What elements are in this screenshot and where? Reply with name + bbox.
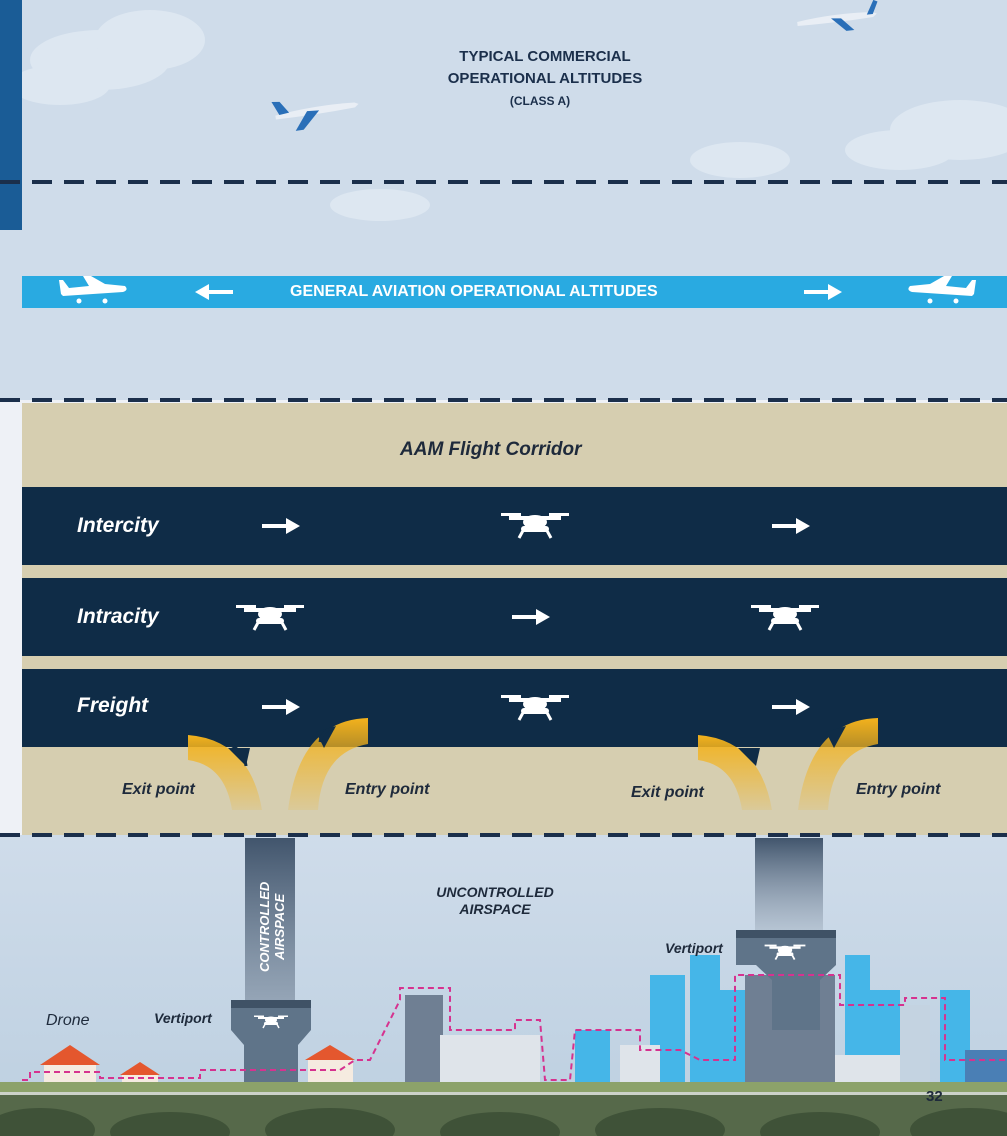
drone-route xyxy=(22,974,1007,1081)
small-plane-icon xyxy=(908,276,976,304)
uncontrolled-line-2: AIRSPACE xyxy=(459,901,531,917)
accent-bar xyxy=(0,0,22,230)
ga-band-label: GENERAL AVIATION OPERATIONAL ALTITUDES xyxy=(290,283,658,300)
controlled-airspace-beam xyxy=(755,838,823,934)
vertiport-label: Vertiport xyxy=(154,1010,212,1026)
entry-arrow-icon xyxy=(798,718,878,810)
entry-arrow-icon xyxy=(288,718,368,810)
controlled-airspace-label: CONTROLLED AIRSPACE xyxy=(257,882,287,972)
uncontrolled-airspace-label: UNCONTROLLED AIRSPACE xyxy=(430,884,560,918)
lane-label-intercity: Intercity xyxy=(77,514,159,537)
page-number: 32 xyxy=(926,1088,943,1105)
exit-arrow-icon xyxy=(698,735,772,810)
commercial-altitude-label: TYPICAL COMMERCIAL OPERATIONAL ALTITUDES… xyxy=(380,46,710,112)
exit-arrow-icon xyxy=(188,735,262,810)
entry-point-label: Entry point xyxy=(345,781,430,798)
commercial-line-2: OPERATIONAL ALTITUDES xyxy=(447,70,643,87)
exit-point-label: Exit point xyxy=(631,784,704,801)
commercial-line-1: TYPICAL COMMERCIAL xyxy=(459,48,631,65)
lane-label-freight: Freight xyxy=(77,694,149,717)
controlled-line-2: AIRSPACE xyxy=(272,893,287,960)
jet-icon xyxy=(271,101,359,131)
vertiport-label: Vertiport xyxy=(665,940,723,956)
exit-point-label: Exit point xyxy=(122,781,195,798)
lane-label-intracity: Intracity xyxy=(77,605,159,628)
uncontrolled-line-1: UNCONTROLLED xyxy=(436,884,554,900)
controlled-line-1: CONTROLLED xyxy=(257,881,272,972)
commercial-class: (CLASS A) xyxy=(509,94,571,108)
lane-intercity xyxy=(22,487,1007,565)
ga-band xyxy=(22,276,1007,308)
corridor-title: AAM Flight Corridor xyxy=(400,439,582,460)
trees xyxy=(0,1108,1007,1136)
drone-label: Drone xyxy=(46,1012,90,1029)
entry-point-label: Entry point xyxy=(856,781,941,798)
vertiport-tower xyxy=(231,1000,311,1085)
small-plane-icon xyxy=(59,276,127,304)
clouds xyxy=(10,10,1007,221)
vertiport-tower xyxy=(736,930,836,1030)
road-rail xyxy=(0,1092,1007,1095)
jet-icon xyxy=(797,0,878,31)
